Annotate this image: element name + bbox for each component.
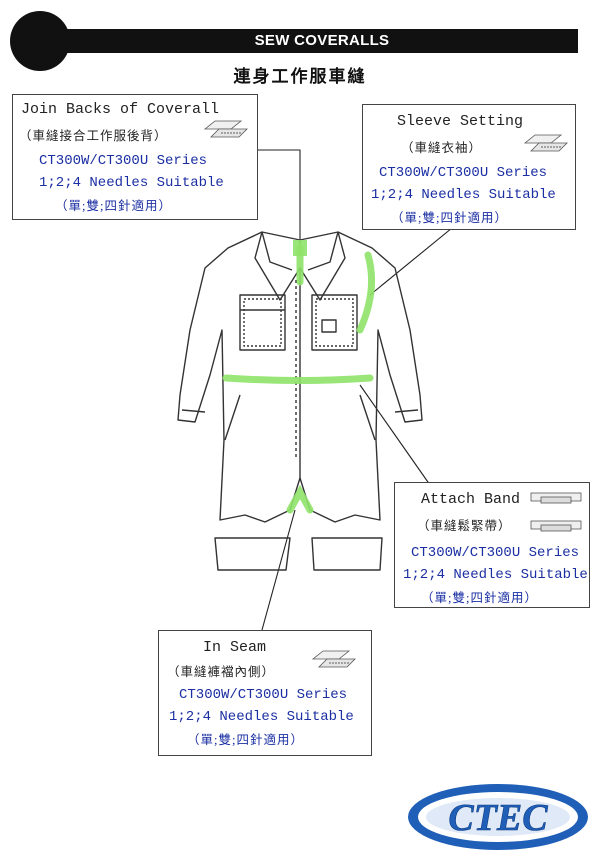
header-bar <box>10 11 578 71</box>
callout-series: CT300W/CT300U Series <box>179 687 348 703</box>
callout-needles: 1;2;4 Needles Suitable <box>371 187 556 203</box>
callout-needles: 1;2;4 Needles Suitable <box>403 567 588 583</box>
callout-series: CT300W/CT300U Series <box>379 165 548 181</box>
callout-title: In Seam <box>203 639 267 656</box>
callout-title-zh: （車縫褲襠內側） <box>167 665 276 679</box>
callout-title-zh: （車縫接合工作服後背） <box>19 129 168 143</box>
callout-series: CT300W/CT300U Series <box>411 545 580 561</box>
left-chest-pocket <box>239 294 286 351</box>
left-leg-hem <box>214 537 291 571</box>
band-diagram-icon <box>530 492 582 532</box>
right-leg-hem <box>311 537 383 571</box>
callout-title: Sleeve Setting <box>397 113 524 130</box>
callout-needles-zh: （單;雙;四針適用） <box>55 199 172 213</box>
callout-in-seam: In Seam （車縫褲襠內側） CT300W/CT300U Series 1;… <box>158 630 372 756</box>
collar <box>254 231 346 301</box>
header-title: SEW COVERALLS <box>254 32 390 49</box>
callout-title-zh: （車縫衣袖） <box>401 141 483 155</box>
callout-join-backs: Join Backs of Coverall （車縫接合工作服後背） CT300… <box>12 94 258 220</box>
seam-diagram-icon <box>311 650 356 668</box>
logo-text: CTEC <box>448 797 548 839</box>
callout-sleeve-setting: Sleeve Setting （車縫衣袖） CT300W/CT300U Seri… <box>362 104 576 230</box>
seam-diagram-icon <box>203 120 248 138</box>
callout-needles: 1;2;4 Needles Suitable <box>169 709 354 725</box>
seam-diagram-icon <box>523 134 568 152</box>
leader-attach-band <box>359 384 431 486</box>
callout-title: Join Backs of Coverall <box>21 101 220 118</box>
callout-needles-zh: （單;雙;四針適用） <box>187 733 304 747</box>
right-chest-pocket <box>311 294 358 351</box>
callout-needles-zh: （單;雙;四針適用） <box>391 211 508 225</box>
leader-sleeve <box>369 227 453 296</box>
callout-needles: 1;2;4 Needles Suitable <box>39 175 224 191</box>
callout-needles-zh: （單;雙;四針適用） <box>421 591 538 605</box>
page-subtitle: 連身工作服車縫 <box>233 67 367 86</box>
callout-title-zh: （車縫鬆緊帶） <box>417 519 512 533</box>
sleeve-seam-highlight <box>356 251 376 334</box>
callout-title: Attach Band <box>421 491 521 508</box>
callout-series: CT300W/CT300U Series <box>39 153 208 169</box>
inseam-highlight <box>286 484 314 514</box>
waist-band-highlight <box>222 374 374 384</box>
callout-attach-band: Attach Band （車縫鬆緊帶） CT300W/CT300U Series… <box>394 482 590 608</box>
